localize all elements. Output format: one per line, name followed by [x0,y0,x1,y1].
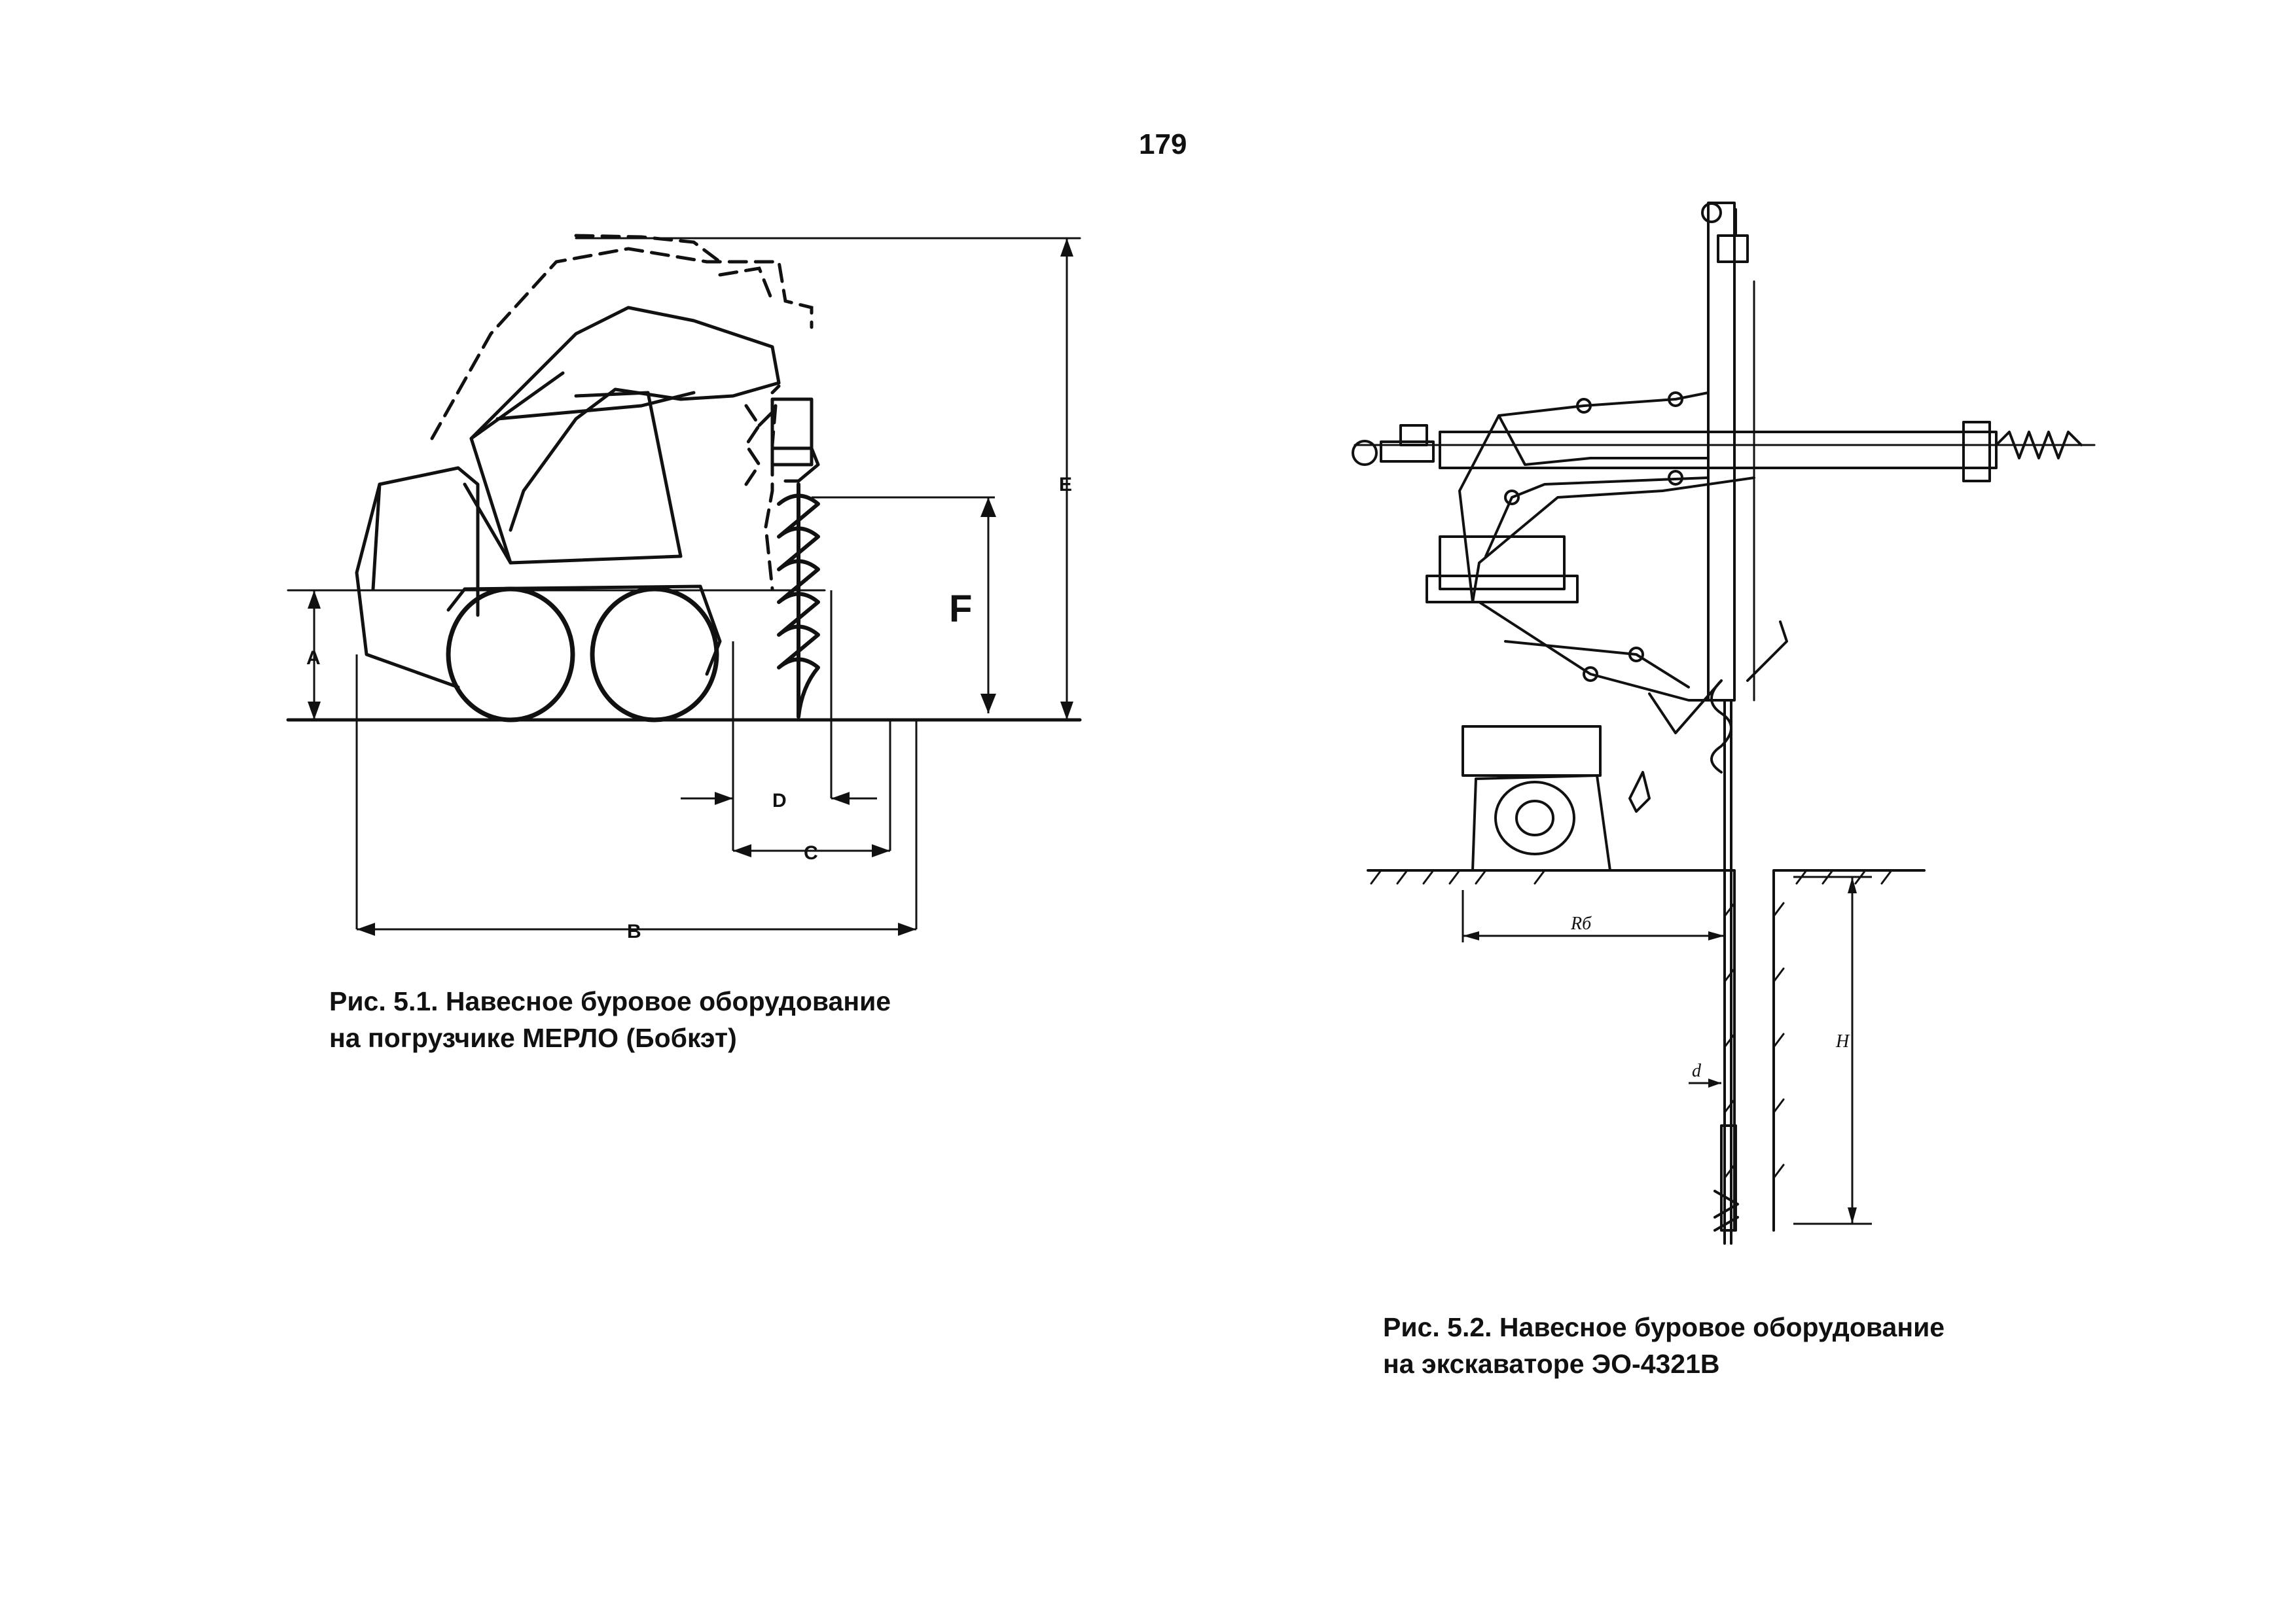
figure-5-1-caption-line2: на погрузчике МЕРЛО (Бобкэт) [329,1023,737,1053]
dim-label-h: H [1835,1031,1850,1052]
page-number: 179 [1139,128,1187,160]
figure-5-1-loader-drawing: A E F D C B [275,223,1100,969]
figure-5-2-excavator-drawing: Rб H d [1335,183,2134,1270]
figure-5-2-caption-line2: на экскаваторе ЭО-4321В [1383,1349,1720,1379]
dim-label-d-diameter: d [1692,1061,1702,1081]
dim-label-rb: Rб [1570,914,1592,934]
dim-label-f: F [949,588,972,630]
figure-5-2-caption: Рис. 5.2. Навесное буровое оборудование … [1383,1309,2168,1382]
figure-5-1-caption: Рис. 5.1. Навесное буровое оборудование … [329,983,1115,1056]
dim-label-b: B [627,921,641,942]
dim-label-a: A [306,647,321,669]
dim-label-d: D [772,790,787,812]
figure-5-1-caption-line1: Рис. 5.1. Навесное буровое оборудование [329,986,891,1016]
dim-label-e: E [1059,474,1072,495]
dim-label-c: C [804,842,818,864]
figure-5-2-caption-line1: Рис. 5.2. Навесное буровое оборудование [1383,1312,1945,1342]
